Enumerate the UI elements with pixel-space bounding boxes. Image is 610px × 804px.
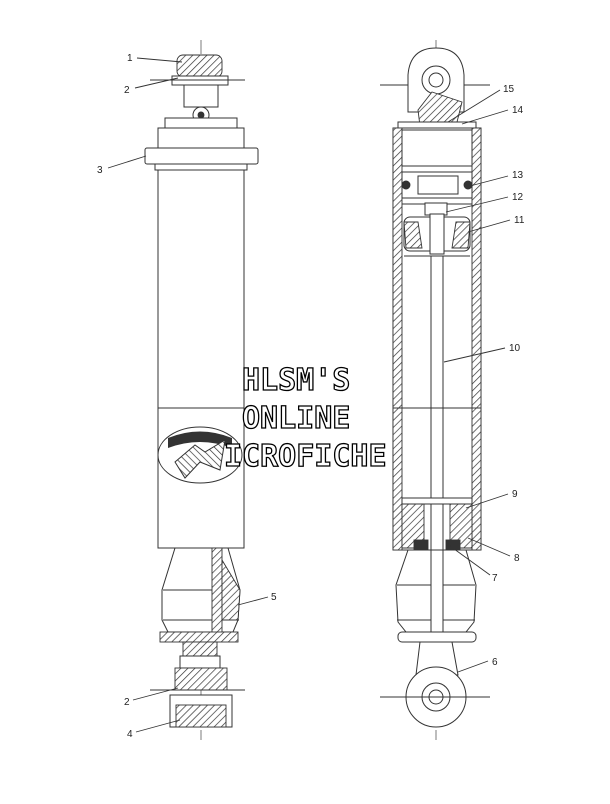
watermark: HLSM'S ONLINE ICROFICHE bbox=[223, 362, 387, 474]
callout-1: 1 bbox=[127, 53, 133, 64]
callout-2-bottom: 2 bbox=[124, 697, 130, 708]
callout-6: 6 bbox=[492, 657, 498, 668]
callout-14: 14 bbox=[512, 105, 524, 116]
top-bushing bbox=[176, 54, 223, 78]
leader-lines bbox=[107, 57, 511, 733]
callout-8: 8 bbox=[514, 553, 520, 564]
callout-15: 15 bbox=[503, 84, 515, 95]
piston-rod bbox=[430, 255, 444, 551]
spring-collar bbox=[144, 147, 259, 165]
callout-labels: 1 2 3 5 2 4 15 14 13 12 11 10 9 8 7 6 bbox=[97, 53, 525, 740]
callout-9: 9 bbox=[512, 489, 518, 500]
cross-section-view bbox=[380, 40, 490, 740]
callout-10: 10 bbox=[509, 343, 521, 354]
callout-2-top: 2 bbox=[124, 85, 130, 96]
watermark-line-2: ONLINE bbox=[242, 401, 350, 436]
callout-4: 4 bbox=[127, 729, 133, 740]
callout-12: 12 bbox=[512, 192, 524, 203]
callout-3: 3 bbox=[97, 165, 103, 176]
lower-bushing bbox=[174, 667, 228, 691]
callout-11: 11 bbox=[514, 215, 525, 226]
brand-logo bbox=[157, 426, 243, 484]
callout-7: 7 bbox=[492, 573, 498, 584]
exterior-shock-view bbox=[144, 40, 259, 740]
shock-body bbox=[157, 169, 245, 549]
lower-eyelet bbox=[175, 704, 227, 728]
watermark-line-3: ICROFICHE bbox=[224, 439, 387, 474]
callout-13: 13 bbox=[512, 170, 524, 181]
watermark-line-1: HLSM'S bbox=[242, 363, 350, 398]
callout-5: 5 bbox=[271, 592, 277, 603]
